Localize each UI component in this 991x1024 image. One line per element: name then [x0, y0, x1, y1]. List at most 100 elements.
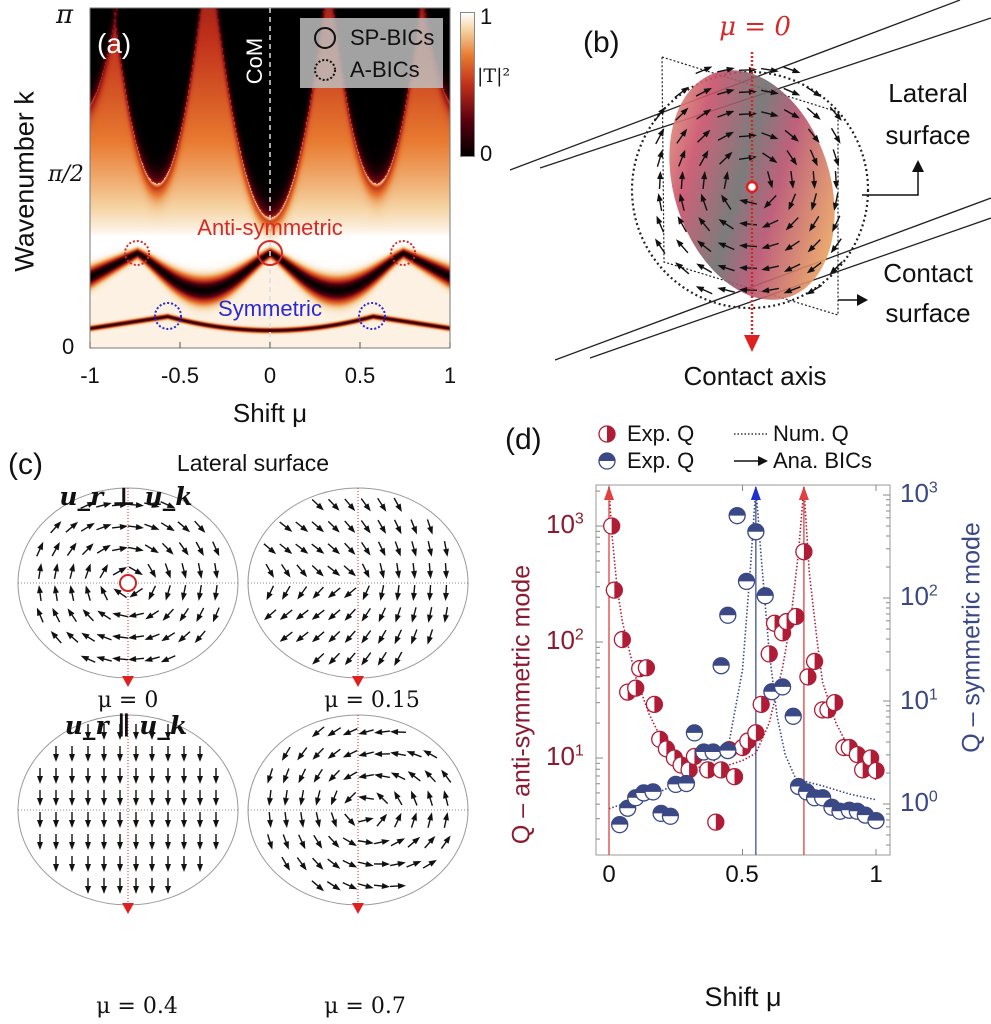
a-bic-marker [154, 302, 182, 330]
field-arrow [406, 751, 422, 758]
field-arrow [330, 812, 337, 828]
field-arrow [739, 264, 758, 271]
field-arrow [832, 193, 839, 211]
field-arrow [53, 768, 59, 784]
field-arrow [441, 769, 452, 783]
field-arrow [37, 563, 43, 580]
field-arrow [311, 564, 324, 577]
lateral-surface-outline [661, 56, 839, 316]
field-arrow [411, 541, 417, 557]
panel-c-title: Lateral surface [176, 450, 330, 476]
field-arrow [390, 772, 406, 781]
field-arrow [69, 856, 75, 872]
ytick-exponent: 2 [574, 626, 584, 644]
field-arrow [296, 857, 307, 871]
field-arrow [101, 746, 107, 762]
field-arrow [69, 834, 75, 850]
exp-q-anti-point [613, 630, 631, 649]
field-arrow [195, 541, 204, 557]
field-arrow [311, 726, 325, 738]
field-arrow [266, 585, 275, 601]
contact-axis-arrowhead [744, 335, 760, 352]
a-bic-marker [358, 302, 386, 330]
field-arrow [830, 127, 841, 144]
field-arrow [358, 883, 374, 889]
field-arrow [789, 170, 796, 189]
field-arrow [212, 607, 220, 623]
field-arrow [197, 584, 203, 601]
field-arrow [374, 729, 391, 735]
field-arrow [697, 129, 711, 143]
field-arrow [117, 746, 123, 762]
field-arrow [197, 563, 203, 579]
field-arrow [657, 171, 664, 190]
field-arrow [410, 519, 417, 535]
field-arrow [377, 519, 387, 534]
bic-arrowhead [604, 486, 614, 500]
exp-q-anti-point [605, 581, 623, 599]
field-arrow [427, 790, 434, 806]
field-arrow [267, 834, 273, 850]
field-arrow [410, 812, 417, 828]
ytick-exponent: 3 [928, 479, 938, 497]
field-arrow [327, 587, 341, 599]
panel-d-label: (d) [505, 423, 542, 456]
field-arrow [783, 263, 801, 272]
field-arrow [84, 563, 91, 579]
field-arrow [832, 149, 840, 167]
field-arrow [696, 240, 712, 253]
field-arrow [160, 655, 176, 663]
field-arrow [424, 835, 436, 849]
field-arrow [719, 151, 733, 165]
field-arrow [212, 541, 220, 557]
field-arrow [361, 607, 372, 622]
field-arrow [297, 747, 308, 761]
contact-surface-label-1: Contact [883, 258, 973, 288]
field-arrow [162, 608, 174, 621]
field-arrow [427, 584, 433, 601]
field-arrow [279, 609, 293, 621]
field-arrow [263, 609, 277, 621]
field-arrow [144, 633, 160, 640]
field-arrow [832, 215, 841, 233]
a-bic-marker [390, 240, 416, 266]
field-arrow [101, 834, 107, 850]
field-arrow [344, 813, 356, 826]
exp-q-sym-point [728, 507, 746, 525]
field-arrow [312, 586, 324, 599]
field-arrow [144, 544, 159, 554]
field-arrow [53, 856, 59, 872]
field-arrow [295, 543, 309, 554]
field-arrow [829, 261, 843, 275]
exp-q-anti-point [707, 813, 725, 831]
parallel-label: u_r ∥ u_k [64, 711, 188, 740]
exp-q-sym-point [712, 657, 730, 675]
field-arrow [298, 768, 307, 784]
field-arrow [128, 656, 145, 662]
exp-q-anti-point [603, 517, 621, 535]
field-arrow [315, 812, 321, 828]
field-arrow [101, 724, 107, 740]
field-arrow [296, 564, 308, 578]
exp-q-sym-point [677, 774, 696, 793]
field-arrow [411, 790, 418, 806]
ytick-pi: π [56, 0, 74, 30]
field-arrow [112, 546, 128, 552]
field-arrow [96, 656, 112, 662]
field-arrow [113, 588, 127, 599]
exp-q-sym-point [661, 807, 680, 825]
field-arrow [37, 585, 43, 602]
legend-box [300, 18, 443, 88]
bic-arrowhead [798, 486, 809, 500]
field-arrow [327, 543, 341, 555]
field-arrow [809, 149, 818, 167]
ytick-base: 10 [546, 509, 575, 539]
ytick-exponent: 1 [574, 742, 584, 760]
ytick-zero: 0 [62, 334, 75, 359]
exp-q-sym-point [685, 724, 704, 742]
field-arrow [149, 878, 155, 894]
field-arrow [197, 834, 203, 850]
lateral-surface-label-2: surface [885, 120, 971, 150]
bic-arrowhead [750, 486, 761, 500]
exp-q-sym-point [737, 572, 756, 591]
